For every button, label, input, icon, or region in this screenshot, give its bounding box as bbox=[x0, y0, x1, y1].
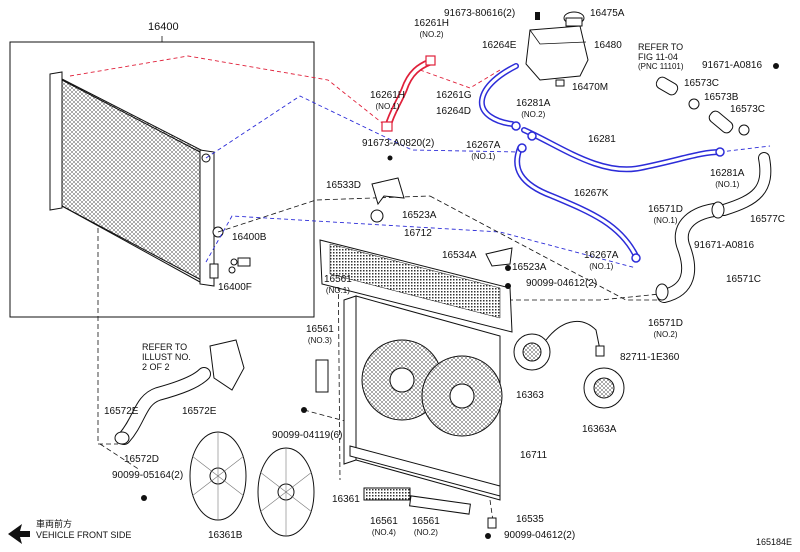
part-label-16281: 16281 bbox=[588, 134, 616, 145]
part-label-16572E-a: 16572E bbox=[104, 406, 139, 417]
part-label-16561-no1: 16561(NO.1) bbox=[324, 274, 352, 295]
fan-motor-16363 bbox=[513, 320, 605, 371]
water-inlet-hose bbox=[114, 339, 245, 445]
fan-motor-16363A bbox=[583, 367, 625, 409]
part-label-16523A-mid: 16523A bbox=[512, 262, 547, 273]
radiator-core bbox=[49, 71, 224, 287]
part-label-16361: 16361 bbox=[332, 494, 360, 505]
part-label-16363A: 16363A bbox=[582, 424, 617, 435]
part-label-91671-A0816-top: 91671-A0816 bbox=[702, 60, 763, 71]
part-label-16281A-no1: 16281A(NO.1) bbox=[710, 168, 745, 189]
part-label-16400B: 16400B bbox=[232, 232, 267, 243]
reservoir-tank bbox=[525, 11, 589, 87]
part-label-16470M: 16470M bbox=[572, 82, 609, 93]
part-label-91673-80616: 91673-80616(2) bbox=[444, 8, 516, 19]
part-label-16267A-no1-bot: 16267A(NO.1) bbox=[584, 250, 619, 271]
seal-pad-no3 bbox=[315, 359, 329, 393]
part-label-16363: 16363 bbox=[516, 390, 544, 401]
part-label-91673-A0820: 91673-A0820(2) bbox=[362, 138, 435, 149]
part-label-91671-A0816-mid: 91671-A0816 bbox=[694, 240, 755, 251]
front-arrow-icon bbox=[8, 524, 30, 544]
front-direction-jp: 車両前方 bbox=[36, 519, 73, 529]
part-label-16571C: 16571C bbox=[726, 274, 762, 285]
part-label-16572E-b: 16572E bbox=[182, 406, 217, 417]
part-label-90099-04119: 90099-04119(6) bbox=[272, 430, 343, 441]
leader-blue-right bbox=[719, 145, 771, 153]
part-label-16561-no3: 16561(NO.3) bbox=[306, 324, 334, 345]
part-label-16711: 16711 bbox=[520, 450, 548, 461]
part-label-16573C-b: 16573C bbox=[730, 104, 766, 115]
part-label-16475A: 16475A bbox=[590, 8, 625, 19]
fan-blade-16361 bbox=[257, 447, 315, 537]
part-label-16534A: 16534A bbox=[442, 250, 477, 261]
lower-hose-assembly bbox=[655, 152, 772, 303]
part-label-16267K: 16267K bbox=[574, 188, 609, 199]
part-label-16577C: 16577C bbox=[750, 214, 786, 225]
part-label-16561-no4: 16561(NO.4) bbox=[370, 516, 398, 537]
part-label-16571D-no1: 16571D(NO.1) bbox=[648, 204, 684, 225]
part-label-16561-no2: 16561(NO.2) bbox=[412, 516, 440, 537]
part-label-16267A-no1-top: 16267A(NO.1) bbox=[466, 140, 501, 161]
part-label-16571D-no2: 16571D(NO.2) bbox=[648, 318, 684, 339]
part-label-16712: 16712 bbox=[404, 228, 432, 239]
part-label-16261H-no2: 16261H(NO.2) bbox=[414, 18, 450, 39]
leader-blue-lower bbox=[205, 215, 637, 269]
drain-plug bbox=[230, 257, 251, 267]
leader-blue-upper bbox=[205, 95, 521, 159]
part-label-16400: 16400 bbox=[148, 21, 179, 33]
part-label-16573B: 16573B bbox=[704, 92, 739, 103]
part-label-90099-05164: 90099-05164(2) bbox=[112, 470, 184, 481]
part-label-16572D: 16572D bbox=[124, 454, 160, 465]
part-label-16261G: 16261G bbox=[436, 90, 472, 101]
part-label-16361B: 16361B bbox=[208, 530, 243, 541]
hardware-bolts bbox=[141, 155, 513, 539]
leader-red-tank bbox=[419, 69, 501, 89]
part-label-16533D: 16533D bbox=[326, 180, 362, 191]
part-label-16281A-no2: 16281A(NO.2) bbox=[516, 98, 551, 119]
part-label-16264D: 16264D bbox=[436, 106, 472, 117]
front-direction-label: VEHICLE FRONT SIDE bbox=[36, 530, 132, 540]
bolt-icon bbox=[535, 12, 540, 20]
leader-lines bbox=[97, 195, 664, 529]
part-label-82711-1E360: 82711-1E360 bbox=[620, 352, 680, 363]
part-label-16400F: 16400F bbox=[218, 282, 252, 293]
seal-pad-no2 bbox=[409, 495, 471, 515]
part-label-90099-04612-bot: 90099-04612(2) bbox=[504, 530, 576, 541]
part-label-90099-04612-top: 90099-04612(2) bbox=[526, 278, 598, 289]
part-label-16480: 16480 bbox=[594, 40, 622, 51]
part-label-16573C-a: 16573C bbox=[684, 78, 720, 89]
fan-shroud bbox=[343, 295, 503, 501]
part-label-16535: 16535 bbox=[516, 514, 544, 525]
part-label-16523A-top: 16523A bbox=[402, 210, 437, 221]
upper-support-bracket bbox=[319, 239, 513, 333]
bypass-hoses-blue bbox=[478, 63, 723, 259]
diagram-id: 165184E bbox=[756, 537, 793, 547]
seal-pad-no4 bbox=[363, 487, 411, 501]
fan-blade-16361B bbox=[189, 431, 247, 521]
small-hoses-top-right bbox=[655, 63, 779, 136]
part-label-16261H-no1: 16261H(NO.1) bbox=[370, 90, 406, 111]
part-label-16264E: 16264E bbox=[482, 40, 517, 51]
leader-red-upper bbox=[69, 55, 387, 127]
